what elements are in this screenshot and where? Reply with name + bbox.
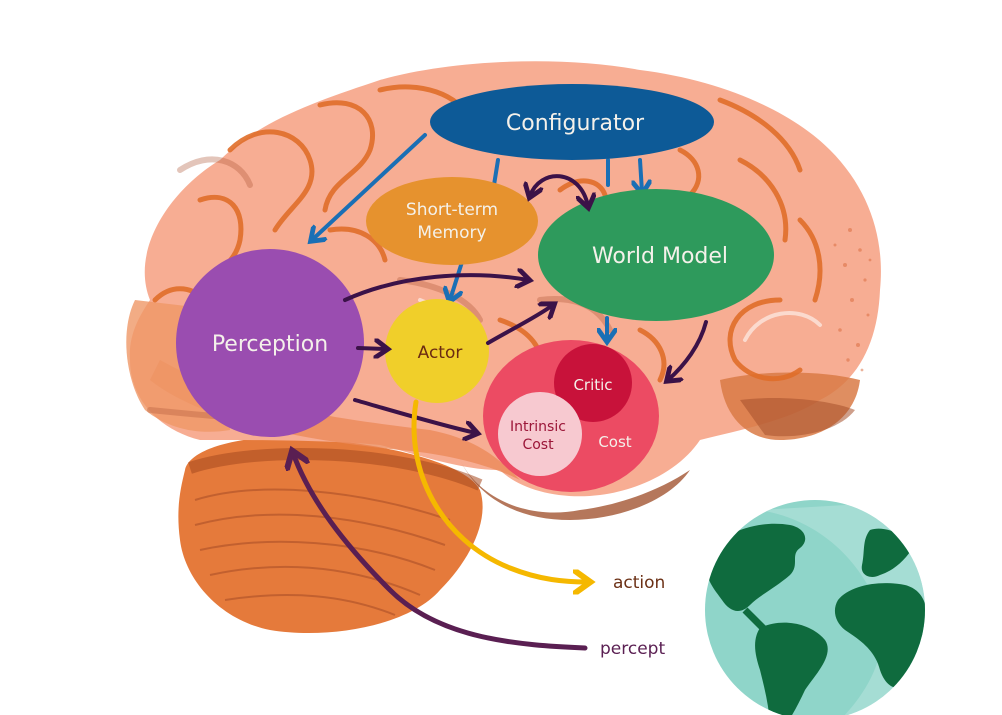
arrow-actor-to-worldmodel [486, 305, 553, 345]
cost-label: Cost [598, 433, 631, 451]
cerebellum [178, 436, 483, 634]
continent-north-america [705, 523, 806, 612]
actor-label: Actor [418, 343, 463, 363]
module-perception[interactable]: Perception [176, 249, 364, 437]
arrow-actor-to-action [411, 399, 588, 582]
arrow-configurator-to-worldmodel [640, 158, 642, 192]
module-world-model[interactable]: World Model [538, 189, 774, 321]
arrow-memory-worldmodel-bidirectional [530, 174, 588, 206]
configurator-label: Configurator [506, 111, 645, 136]
earth-globe [705, 500, 925, 715]
continent-south-america [755, 622, 828, 715]
arrow-worldmodel-to-cost [668, 320, 708, 380]
intrinsic-cost-label-2: Cost [522, 437, 554, 453]
arrow-configurator-to-memory [492, 158, 500, 187]
perception-label: Perception [212, 332, 328, 357]
arrow-perception-to-worldmodel [343, 275, 528, 302]
module-actor[interactable]: Actor [385, 299, 489, 403]
module-cost[interactable]: Critic Intrinsic Cost Cost [483, 340, 659, 492]
configurator-arrows [312, 133, 642, 340]
arrow-perception-to-actor [356, 348, 386, 349]
intrinsic-cost-label-1: Intrinsic [510, 419, 566, 435]
arrow-percept-to-perception [293, 453, 588, 651]
arrow-configurator-to-perception [312, 133, 427, 240]
critic-label: Critic [573, 376, 612, 394]
arrow-memory-to-actor [450, 260, 464, 300]
module-intrinsic-cost[interactable]: Intrinsic Cost [498, 392, 582, 476]
short-term-memory-label-1: Short-term [406, 200, 498, 220]
module-critic[interactable]: Critic [554, 344, 632, 422]
percept-label: percept [600, 639, 665, 659]
short-term-memory-label-2: Memory [417, 223, 486, 243]
action-label: action [613, 573, 665, 593]
module-configurator[interactable]: Configurator [430, 84, 714, 160]
world-model-label: World Model [592, 244, 728, 269]
module-short-term-memory[interactable]: Short-term Memory [366, 177, 538, 265]
data-flow-arrows [343, 174, 708, 433]
